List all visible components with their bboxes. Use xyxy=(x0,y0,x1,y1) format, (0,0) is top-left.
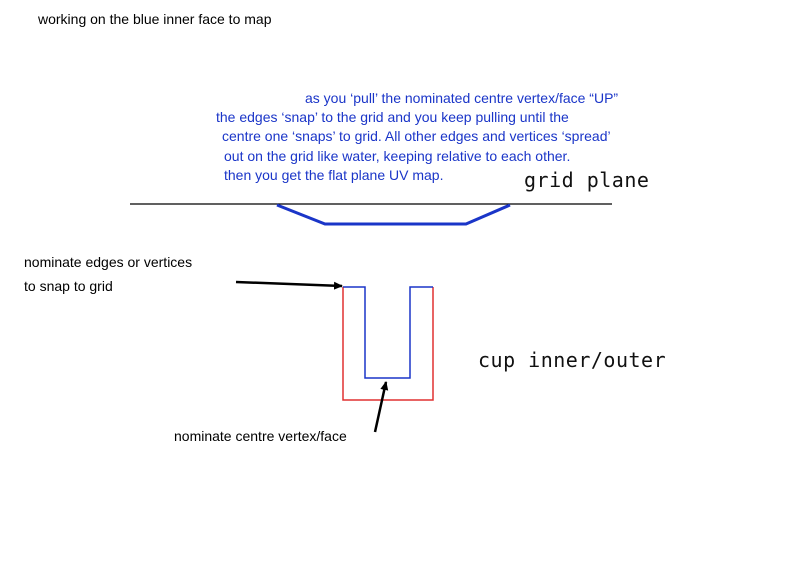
grid-plane-label: grid plane xyxy=(524,168,650,192)
nominate-centre-label: nominate centre vertex/face xyxy=(174,428,347,444)
explanation-line-4: out on the grid like water, keeping rela… xyxy=(224,148,571,164)
nominate-edges-label-line-2: to snap to grid xyxy=(24,278,113,294)
cup-inner-outline xyxy=(343,286,433,379)
diagram-title: working on the blue inner face to map xyxy=(38,11,272,27)
nominate-edges-label-line-1: nominate edges or vertices xyxy=(24,254,193,270)
cup-outer-outline xyxy=(342,287,434,401)
cup-label: cup inner/outer xyxy=(478,348,667,372)
explanation-line-1: as you ‘pull’ the nominated centre verte… xyxy=(305,90,619,106)
edges-pointer-arrow xyxy=(235,280,343,290)
explanation-line-5: then you get the flat plane UV map. xyxy=(224,167,444,183)
explanation-line-3: centre one ‘snaps’ to grid. All other ed… xyxy=(222,128,611,144)
flattened-inner-face xyxy=(276,203,511,226)
centre-pointer-arrow xyxy=(373,381,389,433)
explanation-line-2: the edges ‘snap’ to the grid and you kee… xyxy=(216,109,569,125)
